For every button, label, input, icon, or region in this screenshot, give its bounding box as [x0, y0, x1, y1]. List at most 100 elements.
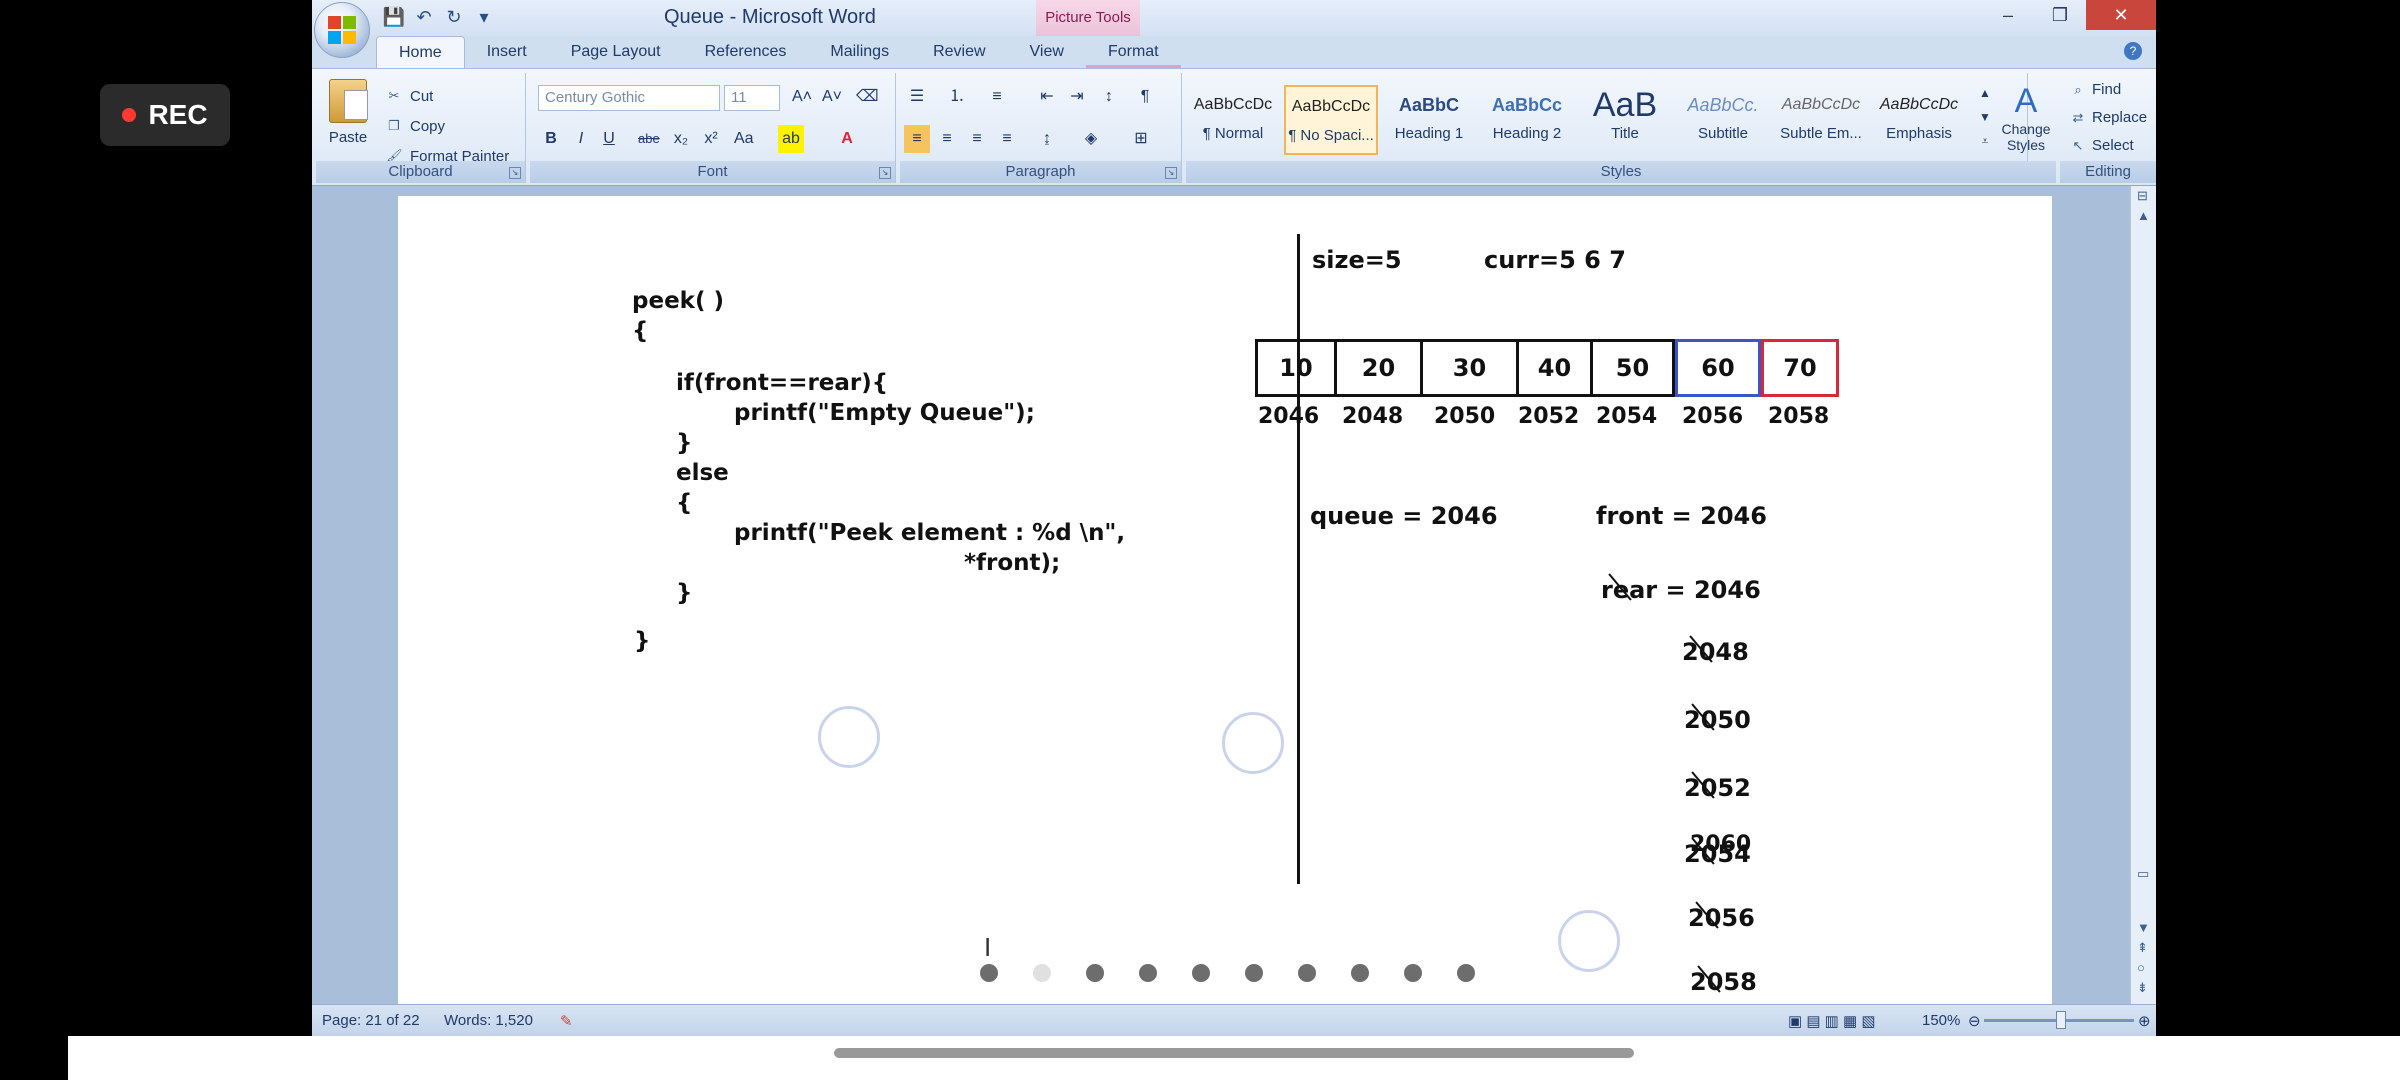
indicator-dot[interactable]: [1457, 964, 1475, 982]
justify-icon[interactable]: ≡: [1002, 130, 1012, 147]
style-preview: AaBbCc: [1491, 95, 1562, 115]
customize-icon[interactable]: ▾: [479, 7, 489, 27]
highlight-icon[interactable]: ab: [778, 125, 804, 153]
slide-indicator[interactable]: [980, 964, 1475, 982]
subscript-button[interactable]: x₂: [673, 130, 689, 147]
code-line: if(front==rear){: [676, 370, 889, 396]
clear-format-icon[interactable]: ⌫: [856, 88, 879, 105]
font-color-icon[interactable]: A: [841, 130, 853, 147]
ruler-toggle-icon[interactable]: ⊟: [2137, 188, 2148, 203]
borders-icon[interactable]: ⊞: [1134, 130, 1148, 147]
format-painter-button[interactable]: 🖌Format Painter: [386, 141, 509, 171]
vertical-scrollbar[interactable]: ⊟ ▲ ▭ ▼ ⇞ ○ ⇟: [2130, 186, 2156, 1004]
align-left-icon[interactable]: ≡: [904, 125, 930, 153]
paragraph-launcher-icon[interactable]: ↘: [1165, 167, 1177, 179]
shrink-font-button[interactable]: A˅: [822, 88, 843, 105]
close-button[interactable]: ✕: [2086, 0, 2156, 30]
multilevel-list-icon[interactable]: ≡: [992, 88, 1002, 105]
indicator-dot[interactable]: [1351, 964, 1369, 982]
copy-button[interactable]: ❐Copy: [386, 111, 509, 141]
strikethrough-button[interactable]: abe: [638, 131, 660, 146]
indicator-dot[interactable]: [1086, 964, 1104, 982]
zoom-level[interactable]: 150%: [1922, 1012, 1961, 1029]
tab-page-layout[interactable]: Page Layout: [570, 43, 661, 60]
rear-history-value: 2054: [1684, 840, 2400, 868]
shading-icon[interactable]: ◈: [1084, 130, 1098, 147]
sort-icon[interactable]: ↕: [1105, 88, 1113, 105]
zoom-in-icon[interactable]: ⊕: [2138, 1013, 2151, 1030]
indicator-dot[interactable]: [1298, 964, 1316, 982]
replace-button[interactable]: ⇄Replace: [2070, 109, 2148, 126]
styles-more-icon[interactable]: ⩡: [1981, 134, 1989, 148]
zoom-slider-knob[interactable]: [2056, 1011, 2066, 1029]
minimize-button[interactable]: –: [2002, 5, 2013, 25]
italic-button[interactable]: I: [578, 130, 584, 147]
indicator-dot[interactable]: [1033, 964, 1051, 982]
tab-view[interactable]: View: [1029, 43, 1064, 60]
indicator-dot[interactable]: [1192, 964, 1210, 982]
tab-references[interactable]: References: [704, 43, 787, 60]
grow-font-button[interactable]: A˄: [792, 88, 813, 105]
select-button[interactable]: ↖Select: [2070, 137, 2134, 154]
style-heading-2[interactable]: AaBbCc Heading 2: [1480, 85, 1574, 155]
tab-home[interactable]: Home: [376, 36, 465, 68]
tab-review[interactable]: Review: [933, 43, 986, 60]
select-browse-icon[interactable]: ○: [2137, 960, 2145, 975]
line-spacing-icon[interactable]: ↨: [1043, 130, 1051, 147]
style-normal[interactable]: AaBbCcDc ¶ Normal: [1186, 85, 1280, 155]
indicator-dot[interactable]: [1404, 964, 1422, 982]
numbering-icon[interactable]: ⒈: [948, 88, 965, 105]
style-heading-1[interactable]: AaBbC Heading 1: [1382, 85, 1476, 155]
align-center-icon[interactable]: ≡: [942, 130, 952, 147]
tab-insert[interactable]: Insert: [486, 43, 527, 60]
change-case-button[interactable]: Aa: [734, 130, 754, 147]
view-buttons-icon[interactable]: ▣ ▤ ▥ ▦ ▧: [1788, 1013, 1876, 1030]
indicator-dot[interactable]: [980, 964, 998, 982]
save-icon[interactable]: 💾: [382, 7, 406, 27]
styles-scroll-down-icon[interactable]: ▼: [1979, 110, 1991, 124]
redo-icon[interactable]: ↻: [446, 7, 462, 27]
increase-indent-icon[interactable]: ⇥: [1070, 88, 1084, 105]
word-count[interactable]: Words: 1,520: [444, 1012, 533, 1029]
indicator-dot[interactable]: [1139, 964, 1157, 982]
undo-icon[interactable]: ↶: [416, 7, 432, 27]
bold-button[interactable]: B: [545, 130, 557, 147]
change-styles-button[interactable]: A Change Styles: [1998, 81, 2054, 153]
style-subtitle[interactable]: AaBbCc. Subtitle: [1676, 85, 1770, 155]
decrease-indent-icon[interactable]: ⇤: [1040, 88, 1054, 105]
style-emphasis[interactable]: AaBbCcDc Emphasis: [1872, 85, 1966, 155]
cut-button[interactable]: ✂Cut: [386, 81, 509, 111]
home-gesture-bar[interactable]: [834, 1048, 1634, 1058]
tab-mailings[interactable]: Mailings: [830, 43, 890, 60]
tab-format[interactable]: Format: [1085, 36, 1181, 68]
font-family-select[interactable]: Century Gothic: [538, 85, 720, 111]
rec-indicator[interactable]: REC: [100, 84, 230, 146]
clipboard-launcher-icon[interactable]: ↘: [509, 167, 521, 179]
font-size-select[interactable]: 11: [724, 85, 780, 111]
proofing-icon[interactable]: ✎: [560, 1013, 573, 1030]
page-indicator[interactable]: Page: 21 of 22: [322, 1012, 420, 1029]
previous-page-icon[interactable]: ⇞: [2137, 940, 2148, 955]
superscript-button[interactable]: x²: [704, 130, 718, 147]
office-button[interactable]: [314, 2, 370, 58]
font-launcher-icon[interactable]: ↘: [879, 167, 891, 179]
styles-scroll-up-icon[interactable]: ▲: [1979, 86, 1991, 100]
restore-button[interactable]: ❐: [2051, 5, 2069, 25]
style-subtle-emphasis[interactable]: AaBbCcDc Subtle Em...: [1774, 85, 1868, 155]
style-no-spacing[interactable]: AaBbCcDc ¶ No Spaci...: [1284, 85, 1378, 155]
find-button[interactable]: ⌕Find: [2070, 81, 2121, 98]
scroll-down-icon[interactable]: ▼: [2137, 920, 2150, 935]
underline-button[interactable]: U: [603, 130, 615, 147]
scroll-thumb[interactable]: ▭: [2137, 866, 2150, 881]
bullets-icon[interactable]: ☰: [909, 88, 925, 105]
indicator-dot[interactable]: [1245, 964, 1263, 982]
zoom-out-icon[interactable]: ⊖: [1968, 1013, 1981, 1030]
next-page-icon[interactable]: ⇟: [2137, 980, 2148, 995]
style-title[interactable]: AaB Title: [1578, 85, 1672, 155]
show-marks-icon[interactable]: ¶: [1140, 88, 1150, 105]
align-right-icon[interactable]: ≡: [972, 130, 982, 147]
scroll-up-icon[interactable]: ▲: [2137, 208, 2150, 223]
paste-button[interactable]: Paste: [324, 79, 372, 146]
help-icon[interactable]: ?: [2124, 42, 2142, 60]
document-page[interactable]: peek( ) { if(front==rear){ printf("Empty…: [398, 196, 2052, 1008]
